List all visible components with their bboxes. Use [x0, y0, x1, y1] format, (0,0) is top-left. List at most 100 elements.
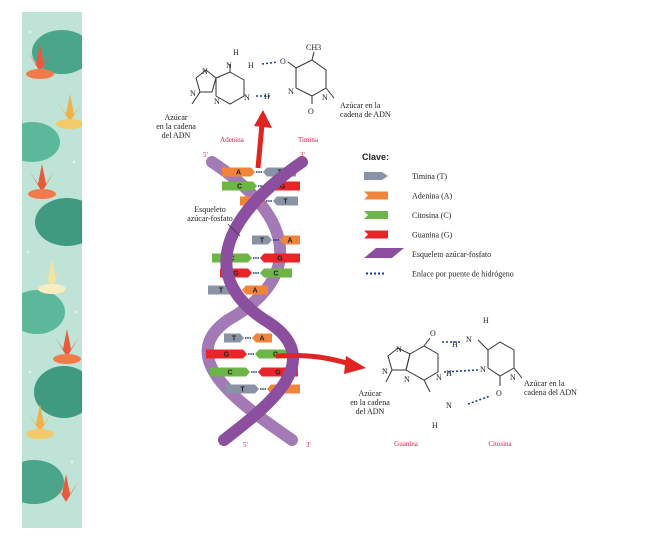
thymine-o-top-label: O	[280, 57, 286, 66]
thymine-methyl-label: CH3	[306, 43, 321, 52]
hydrogen-bond-dot	[262, 388, 264, 390]
hydrogen-bond-dot	[255, 371, 257, 373]
guanine-n3-label: N	[404, 375, 410, 384]
legend-swatch	[364, 231, 388, 239]
top-right-end-label: 3'	[300, 151, 305, 159]
base-pair-7: TA	[224, 334, 272, 343]
adenine-thymine-structure: H N H H CH3 O O N N N N N N Azúcar en la…	[156, 43, 391, 144]
base-letter: A	[287, 238, 292, 245]
adenine-sugar-label-2: en la cadena	[156, 122, 196, 131]
cytosine-amino-h: H	[452, 340, 458, 349]
guanine-sugar-label-1: Azúcar	[358, 389, 381, 398]
hydrogen-bond-dot	[260, 171, 262, 173]
hydrogen-bond-dot	[257, 257, 259, 259]
legend-label: Enlace por puente de hidrógeno	[412, 270, 514, 279]
hydrogen-bond-dot	[253, 257, 255, 259]
backbone-label-2: azúcar-fosfato	[187, 214, 233, 223]
base-letter: T	[232, 336, 237, 343]
legend-item-3: Guanina (G)	[364, 231, 453, 240]
legend-item-1: Adenina (A)	[364, 192, 453, 201]
cytosine-sugar-label-2: cadena del ADN	[524, 388, 577, 397]
guanine-n1-h: H	[446, 369, 452, 378]
cytosine-amino-n-label: N	[466, 335, 472, 344]
hydrogen-bond-dot	[275, 239, 277, 241]
hydrogen-bond-dot	[253, 272, 255, 274]
legend-swatch	[364, 192, 388, 200]
hydrogen-bond-dot	[253, 371, 255, 373]
legend-swatch	[364, 248, 404, 258]
guanine-amino-h-bottom: H	[432, 421, 438, 430]
legend-label: Timina (T)	[412, 172, 447, 181]
adenine-n7-label: N	[202, 67, 208, 76]
hydrogen-bond-dot	[251, 371, 253, 373]
backbone-label-1: Esqueleto	[194, 205, 226, 214]
hydrogen-bond-dot	[260, 388, 262, 390]
base-letter: A	[252, 288, 257, 295]
adenine-n3-label: N	[214, 97, 220, 106]
hydrogen-bond-dot	[273, 239, 275, 241]
base-letter: T	[240, 387, 245, 394]
base-letter: A	[236, 170, 241, 177]
cytosine-amino-h-top: H	[483, 316, 489, 325]
top-left-end-label: 5'	[203, 151, 208, 159]
legend-label: Guanina (G)	[412, 231, 453, 240]
adenine-amino-n-label: N	[226, 61, 232, 70]
hydrogen-bond-dot	[256, 171, 258, 173]
guanine-n7-label: N	[396, 345, 402, 354]
thymine-sugar-label-2: cadena de ADN	[340, 110, 391, 119]
hydrogen-bond-dot	[250, 353, 252, 355]
hydrogen-bond-dot	[257, 272, 259, 274]
base-letter: T	[260, 238, 265, 245]
guanine-name: Guanina	[394, 440, 419, 448]
hydrogen-bond-dot	[266, 200, 268, 202]
base-letter: G	[275, 370, 281, 377]
adenine-sugar-label-1: Azúcar	[164, 113, 187, 122]
adenine-hydrogen-label: H	[233, 48, 239, 57]
cytosine-n1-label: N	[510, 373, 516, 382]
arrow-to-at-pair	[254, 110, 272, 168]
thymine-n3-label: N	[288, 87, 294, 96]
base-letter: C	[227, 370, 232, 377]
legend-label: Citosina (C)	[412, 211, 452, 220]
hydrogen-bond-dot	[268, 200, 270, 202]
base-letter: G	[224, 352, 230, 359]
thymine-ring	[296, 60, 326, 96]
bottom-left-end-label: 5'	[243, 441, 248, 449]
base-letter: C	[237, 184, 242, 191]
bottom-right-end-label: 3'	[306, 441, 311, 449]
cytosine-name: Citosina	[488, 440, 512, 448]
legend-item-5: Enlace por puente de hidrógeno	[366, 270, 514, 279]
hydrogen-bond-dot	[255, 272, 257, 274]
hydrogen-bond-dot	[277, 239, 279, 241]
guanine-six-ring	[406, 346, 438, 380]
thymine-o-bottom-label: O	[308, 107, 314, 116]
legend-swatch	[364, 172, 388, 180]
guanine-n9-label: N	[382, 367, 388, 376]
adenine-sugar-label-3: del ADN	[162, 131, 191, 140]
guanine-cytosine-structure: H H H H O O N N N N N N N N Azúcar en la…	[350, 316, 577, 448]
base-letter: A	[259, 336, 264, 343]
thymine-n-h-label: H	[264, 92, 270, 101]
base-letter: G	[277, 256, 283, 263]
guanine-amino-n-label: N	[446, 401, 452, 410]
base-letter: C	[273, 271, 278, 278]
thymine-sugar-label-1: Azúcar en la	[340, 101, 381, 110]
base-letter: T	[283, 199, 288, 206]
hydrogen-bond-dot	[245, 337, 247, 339]
hydrogen-bond-dot	[252, 353, 254, 355]
legend-label: Adenina (A)	[412, 192, 453, 201]
cytosine-ring	[488, 342, 514, 376]
legend-label: Esqueleto azúcar-fosfato	[412, 250, 491, 259]
adenine-amino-h-label: H	[248, 61, 254, 70]
legend: Clave: Timina (T)Adenina (A)Citosina (C)…	[362, 152, 514, 279]
adenine-six-ring	[216, 72, 244, 104]
legend-item-2: Citosina (C)	[364, 211, 452, 220]
thymine-name: Timina	[298, 136, 319, 144]
guanine-n1-label: N	[436, 373, 442, 382]
hydrogen-bond-dot	[248, 353, 250, 355]
cytosine-o-label: O	[496, 389, 502, 398]
hydrogen-bond-dot	[258, 185, 260, 187]
base-letter: T	[219, 288, 224, 295]
